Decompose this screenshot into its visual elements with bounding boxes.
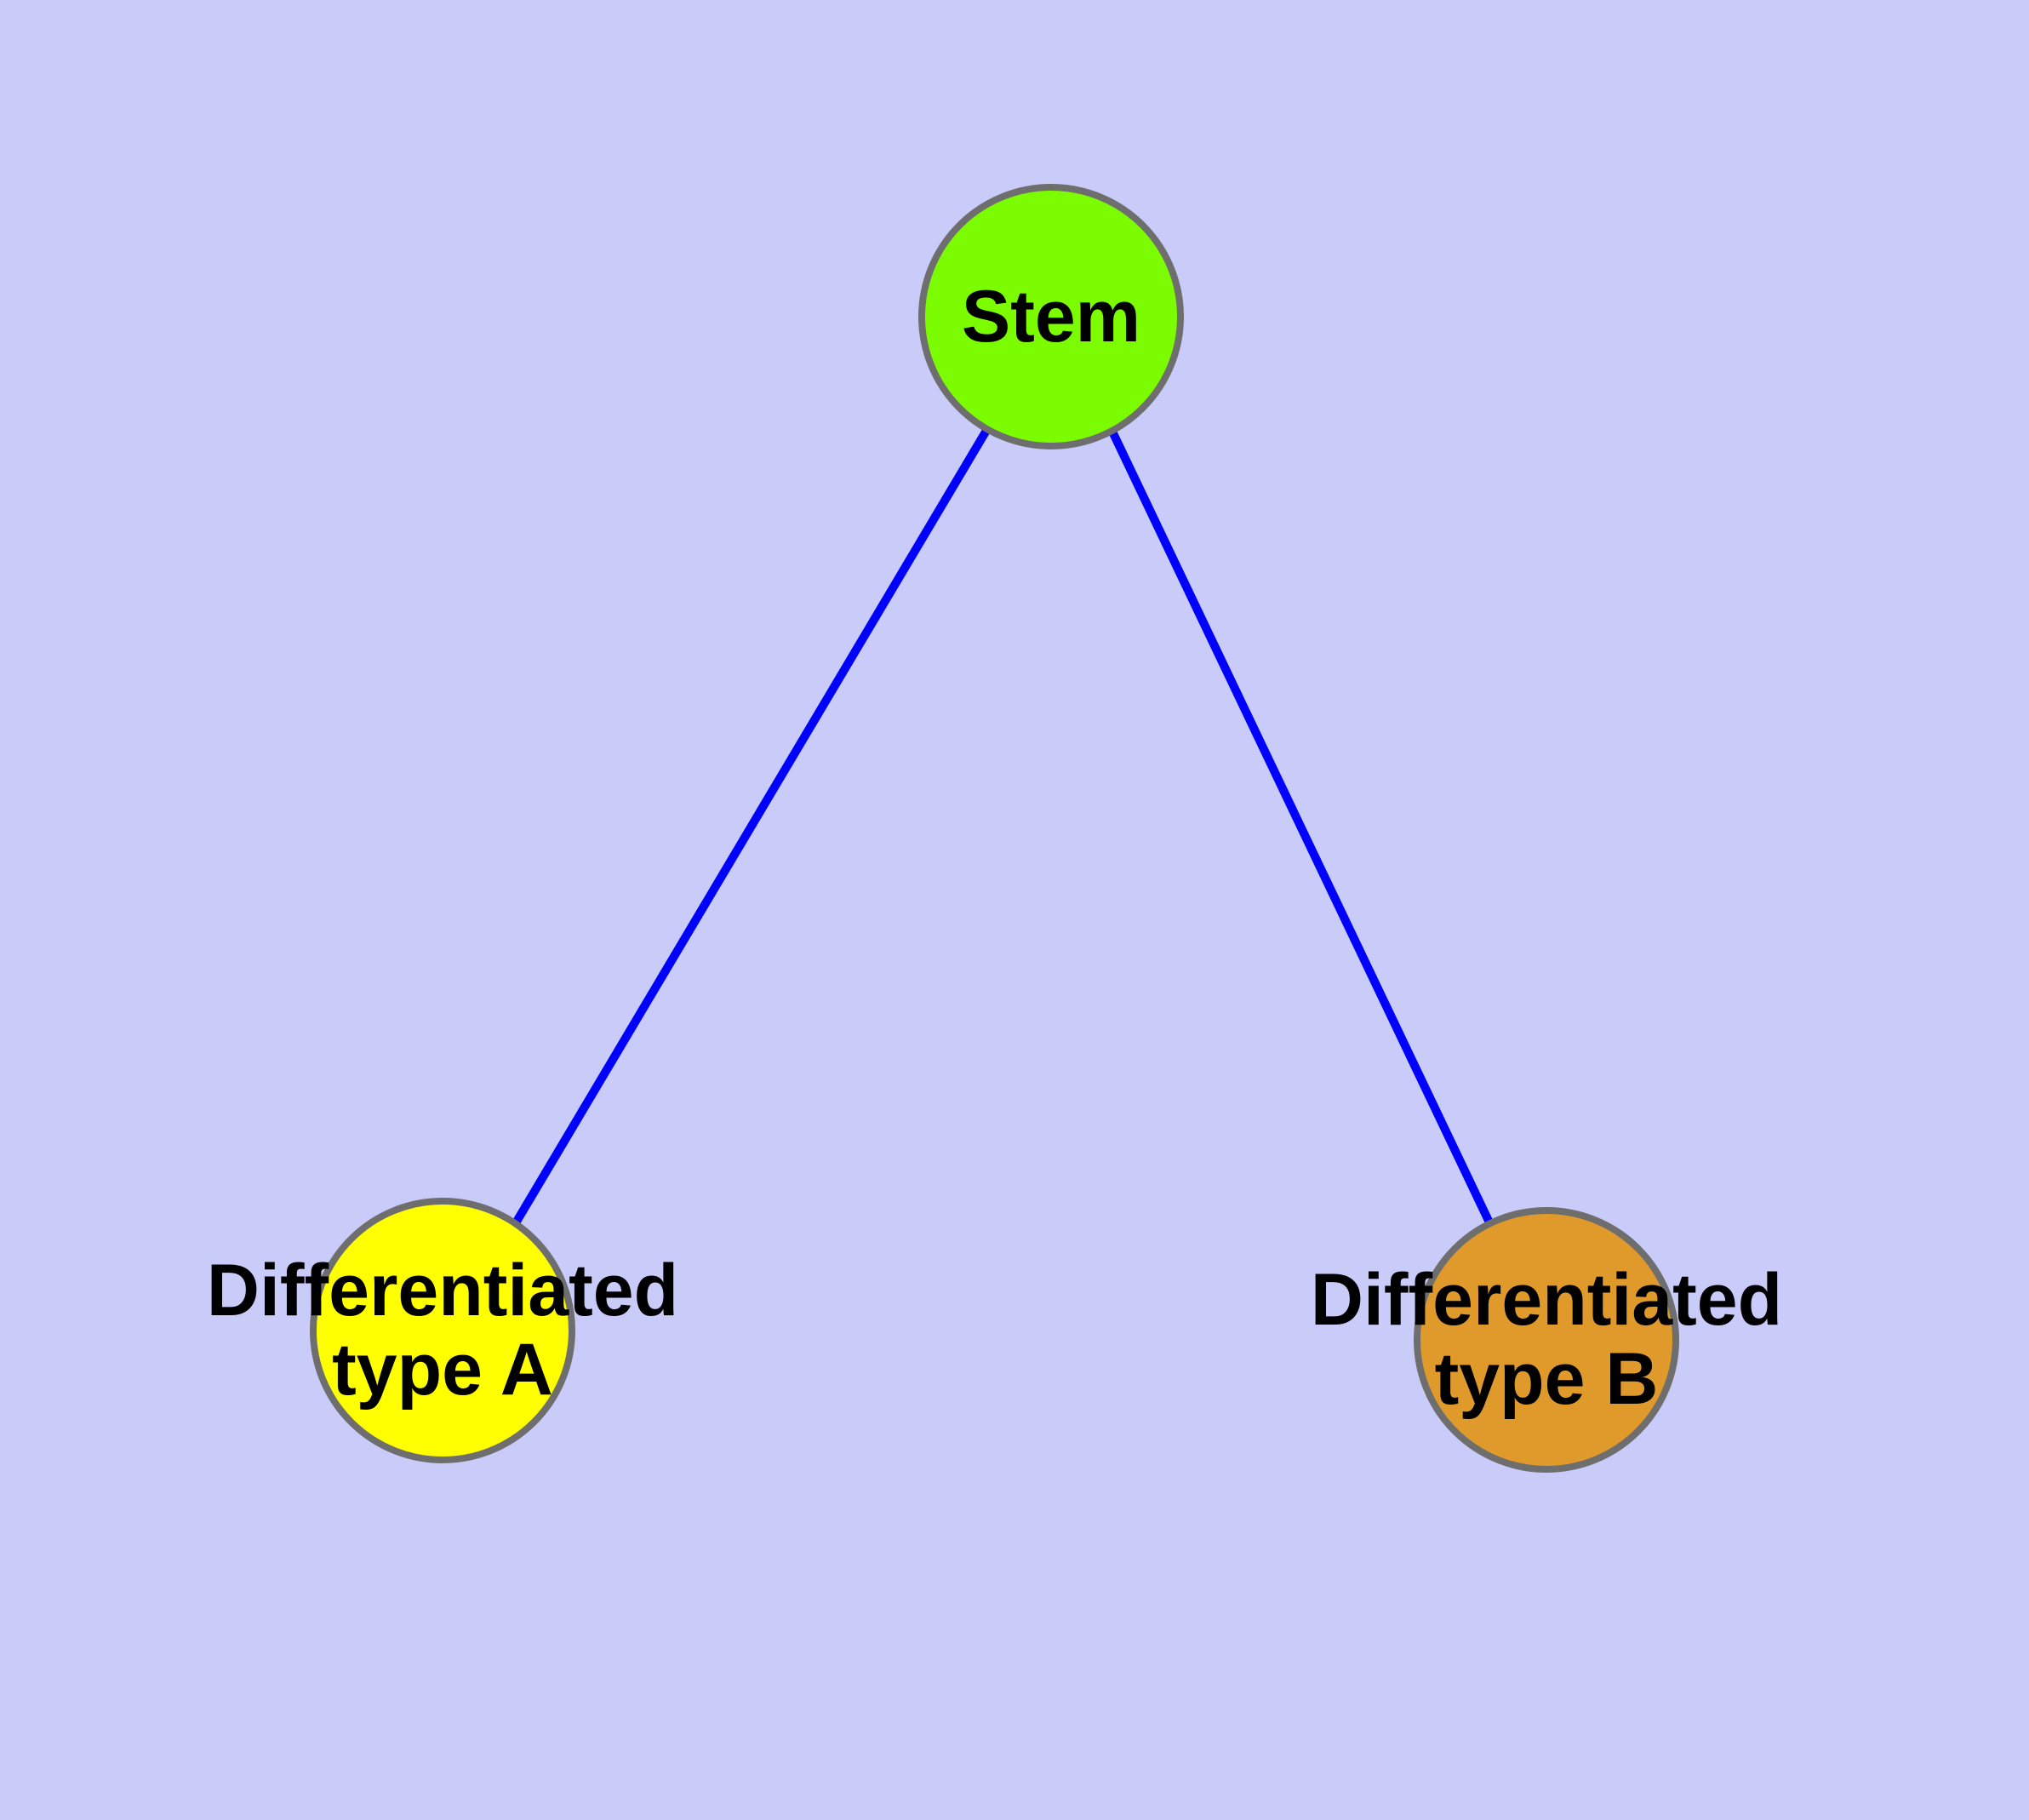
nodes-group xyxy=(310,184,1679,1473)
node-differentiated-type-b[interactable] xyxy=(1414,1207,1679,1473)
edge-stem-to-differentiated-type-a[interactable] xyxy=(510,426,992,1228)
node-differentiated-type-a[interactable] xyxy=(310,1198,575,1463)
node-stem[interactable] xyxy=(918,184,1184,449)
edges-group xyxy=(510,426,1493,1228)
edge-stem-to-differentiated-type-b[interactable] xyxy=(1109,431,1493,1223)
